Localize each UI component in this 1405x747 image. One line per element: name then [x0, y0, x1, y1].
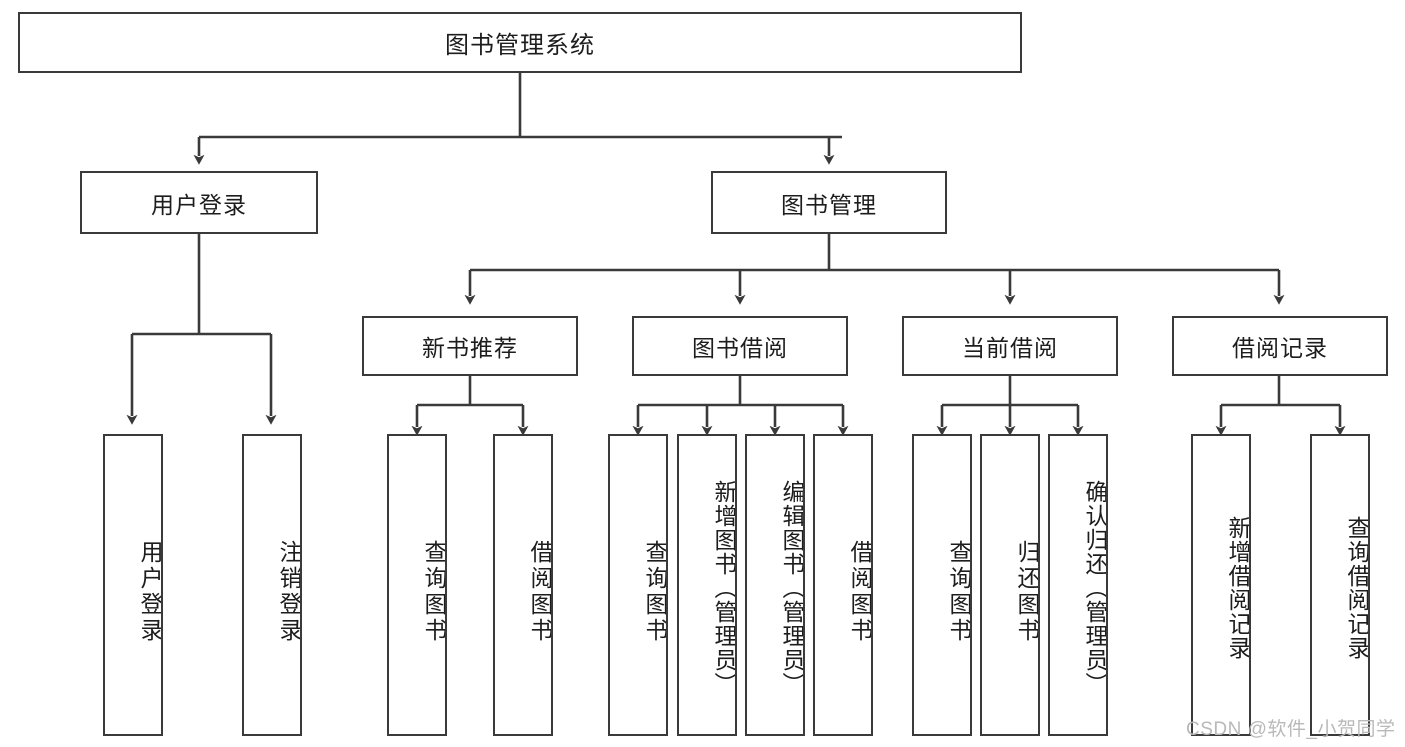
leaf-borrow-add-book-admin[interactable]: 新增图书（管理员） — [677, 434, 737, 736]
leaf-borrow-query-book[interactable]: 查询图书 — [608, 434, 668, 736]
node-user-login[interactable]: 用户登录 — [80, 171, 318, 234]
leaf-borrow-edit-book-admin[interactable]: 编辑图书（管理员） — [745, 434, 805, 736]
csdn-watermark: CSDN @软件_小贺同学 — [1186, 719, 1396, 740]
leaf-user-login-login[interactable]: 用户登录 — [103, 434, 163, 736]
node-new-book-recommend[interactable]: 新书推荐 — [362, 316, 578, 376]
leaf-user-login-logout[interactable]: 注销登录 — [242, 434, 302, 736]
node-book-management[interactable]: 图书管理 — [711, 171, 947, 234]
node-borrow-record[interactable]: 借阅记录 — [1172, 316, 1388, 376]
leaf-recommend-borrow-book[interactable]: 借阅图书 — [493, 434, 553, 736]
leaf-record-query-borrow-record[interactable]: 查询借阅记录 — [1310, 434, 1370, 736]
leaf-record-add-borrow-record[interactable]: 新增借阅记录 — [1191, 434, 1251, 736]
node-root-system[interactable]: 图书管理系统 — [18, 12, 1022, 73]
leaf-borrow-borrow-book[interactable]: 借阅图书 — [813, 434, 873, 736]
node-book-borrow[interactable]: 图书借阅 — [632, 316, 848, 376]
leaf-current-confirm-return-admin[interactable]: 确认归还（管理员） — [1048, 434, 1108, 736]
leaf-recommend-query-book[interactable]: 查询图书 — [387, 434, 447, 736]
leaf-current-query-book[interactable]: 查询图书 — [912, 434, 972, 736]
node-current-borrow[interactable]: 当前借阅 — [902, 316, 1118, 376]
leaf-current-return-book[interactable]: 归还图书 — [980, 434, 1040, 736]
